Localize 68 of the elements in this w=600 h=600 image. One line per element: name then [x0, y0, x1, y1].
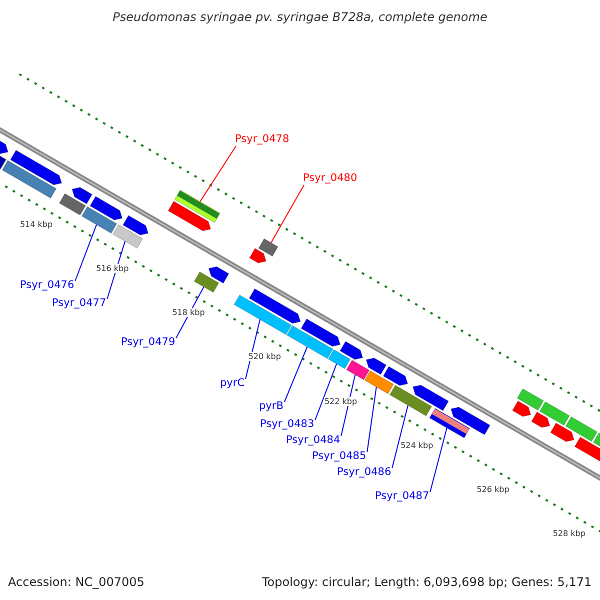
gene-bar [539, 402, 570, 426]
gene-label: pyrB [259, 400, 284, 412]
gene-block [300, 318, 340, 347]
gene-bar [59, 193, 86, 216]
gene-bar [2, 160, 56, 198]
gene-block [450, 406, 490, 435]
leader-line [392, 404, 408, 468]
genome-info-text: Topology: circular; Length: 6,093,698 bp; Genes: 5,171 [262, 575, 592, 589]
gene-bar [112, 224, 143, 249]
gene-block [122, 215, 148, 236]
gene-block [208, 266, 230, 284]
gene-bar [390, 385, 432, 416]
gene-block [531, 412, 550, 428]
gene-bar [364, 370, 394, 394]
leader-line [340, 374, 356, 436]
gene-bar [565, 416, 598, 442]
gene-bar [286, 325, 334, 359]
scale-label: 522 kbp [324, 396, 358, 406]
gene-block [340, 341, 363, 360]
leader-line [74, 224, 97, 282]
gene-bar [234, 294, 292, 335]
gene-block [412, 384, 449, 411]
gene-label: Psyr_0483 [260, 418, 314, 430]
gene-block [72, 187, 92, 204]
leader-line [430, 427, 448, 492]
leader-line [314, 363, 338, 420]
gene-label: Psyr_0476 [20, 279, 74, 291]
gene-label: Psyr_0478 [235, 133, 290, 145]
gene-bar [82, 206, 117, 234]
gene-label: Psyr_0484 [286, 434, 340, 446]
gene-bar [517, 388, 544, 410]
scale-label: 526 kbp [476, 484, 510, 494]
gene-bar [258, 238, 278, 256]
leader-line [366, 386, 377, 452]
leader-line [245, 319, 260, 380]
gene-bar [174, 190, 220, 223]
title: Pseudomonas syringae pv. syringae B728a, complete genome [112, 10, 488, 24]
leader-line [200, 146, 236, 202]
gene-label: Psyr_0480 [303, 172, 358, 184]
gene-label: Psyr_0477 [52, 297, 106, 309]
gene-block [90, 196, 122, 220]
gene-block [512, 400, 532, 417]
gene-block [383, 366, 408, 386]
gene-block [249, 248, 266, 264]
gene-label: Psyr_0487 [375, 490, 430, 502]
accession-text: Accession: NC_007005 [8, 575, 144, 589]
scale-label: 516 kbp [96, 264, 129, 274]
scale-label: 528 kbp [552, 529, 586, 538]
gene-block [366, 358, 386, 375]
gene-bar [429, 408, 470, 438]
gene-label: pyrC [220, 377, 245, 389]
gene-bar [194, 272, 220, 293]
scale-label: 514 kbp [20, 220, 53, 229]
leader-line [284, 346, 308, 402]
gene-block [550, 422, 574, 442]
scale-label: 520 kbp [248, 352, 281, 362]
leader-line [270, 184, 304, 244]
gene-label: Psyr_0485 [312, 450, 366, 462]
gene-block [168, 201, 211, 232]
gene-block [10, 150, 62, 186]
scale-label: 518 kbp [172, 308, 205, 318]
leader-line [176, 286, 204, 338]
gene-block [248, 288, 301, 324]
gene-bar [328, 349, 351, 369]
gene-bar [346, 360, 370, 380]
gene-label: Psyr_0486 [337, 466, 392, 478]
gene-label: Psyr_0479 [121, 336, 176, 348]
scale-label: 524 kbp [400, 440, 434, 450]
